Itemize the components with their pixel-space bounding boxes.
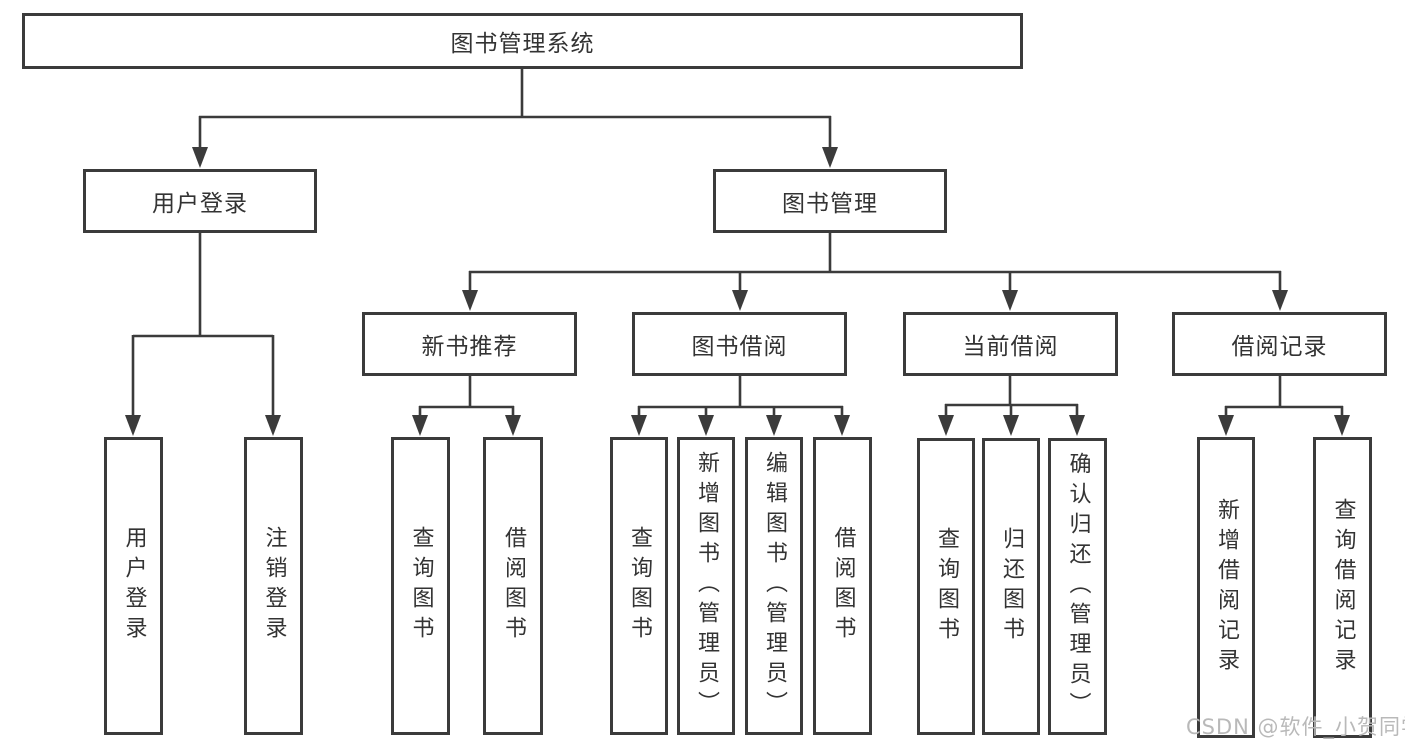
node-borrow-records: 借阅记录: [1172, 312, 1387, 376]
leaf-rec-borrow-books: 借阅图书: [483, 437, 543, 735]
connector-root-to-level2: [192, 69, 838, 168]
leaf-br-query-record: 查询借阅记录: [1313, 437, 1372, 738]
node-current-borrow: 当前借阅: [903, 312, 1118, 376]
node-borrow-records-label: 借阅记录: [1231, 334, 1328, 360]
node-root-system: 图书管理系统: [22, 13, 1023, 69]
leaf-cb-return-books-label: 归还图书: [999, 526, 1024, 647]
leaf-rec-query-books-label: 查询图书: [408, 526, 434, 646]
leaf-br-add-record: 新增借阅记录: [1197, 437, 1255, 738]
connector-user-login-branch: [125, 233, 281, 436]
leaf-logout-label: 注销登录: [261, 526, 287, 646]
leaf-rec-query-books: 查询图书: [391, 437, 450, 735]
leaf-bb-edit-books-admin: 编辑图书（管理员）: [745, 437, 803, 735]
leaf-bb-add-books-admin: 新增图书（管理员）: [677, 437, 735, 735]
leaf-cb-confirm-return-admin-label: 确认归还（管理员）: [1065, 451, 1091, 722]
leaf-user-login-label: 用户登录: [121, 526, 147, 646]
leaf-rec-borrow-books-label: 借阅图书: [501, 526, 526, 646]
connector-new-book-branch: [412, 376, 521, 436]
node-book-mgmt-label: 图书管理: [782, 191, 878, 217]
connector-current-borrow-branch: [938, 376, 1085, 436]
node-root-system-label: 图书管理系统: [450, 31, 595, 57]
node-user-login-label: 用户登录: [152, 191, 248, 217]
leaf-bb-query-books: 查询图书: [610, 437, 668, 735]
leaf-cb-confirm-return-admin: 确认归还（管理员）: [1048, 438, 1107, 735]
node-new-book-rec: 新书推荐: [362, 312, 577, 376]
node-new-book-rec-label: 新书推荐: [421, 334, 518, 360]
leaf-bb-add-books-admin-label: 新增图书（管理员）: [694, 451, 719, 721]
connector-book-mgmt-branch: [462, 233, 1288, 311]
node-book-borrow: 图书借阅: [632, 312, 847, 376]
leaf-bb-borrow-books-label: 借阅图书: [830, 526, 856, 646]
leaf-bb-edit-books-admin-label: 编辑图书（管理员）: [762, 451, 787, 721]
leaf-cb-return-books: 归还图书: [982, 438, 1040, 735]
leaf-br-query-record-label: 查询借阅记录: [1330, 497, 1356, 678]
leaf-bb-query-books-label: 查询图书: [627, 526, 652, 646]
leaf-logout: 注销登录: [244, 437, 303, 735]
node-book-mgmt: 图书管理: [713, 169, 947, 233]
node-current-borrow-label: 当前借阅: [962, 334, 1059, 360]
connector-borrow-records-branch: [1218, 376, 1350, 436]
leaf-cb-query-books: 查询图书: [917, 438, 975, 735]
csdn-watermark: CSDN @软件_小贺同学: [1186, 715, 1405, 739]
leaf-bb-borrow-books: 借阅图书: [813, 437, 872, 735]
node-user-login: 用户登录: [83, 169, 317, 233]
connector-book-borrow-branch: [631, 376, 850, 436]
leaf-cb-query-books-label: 查询图书: [934, 526, 959, 647]
leaf-user-login: 用户登录: [104, 437, 163, 735]
node-book-borrow-label: 图书借阅: [691, 334, 788, 360]
leaf-br-add-record-label: 新增借阅记录: [1214, 497, 1239, 678]
